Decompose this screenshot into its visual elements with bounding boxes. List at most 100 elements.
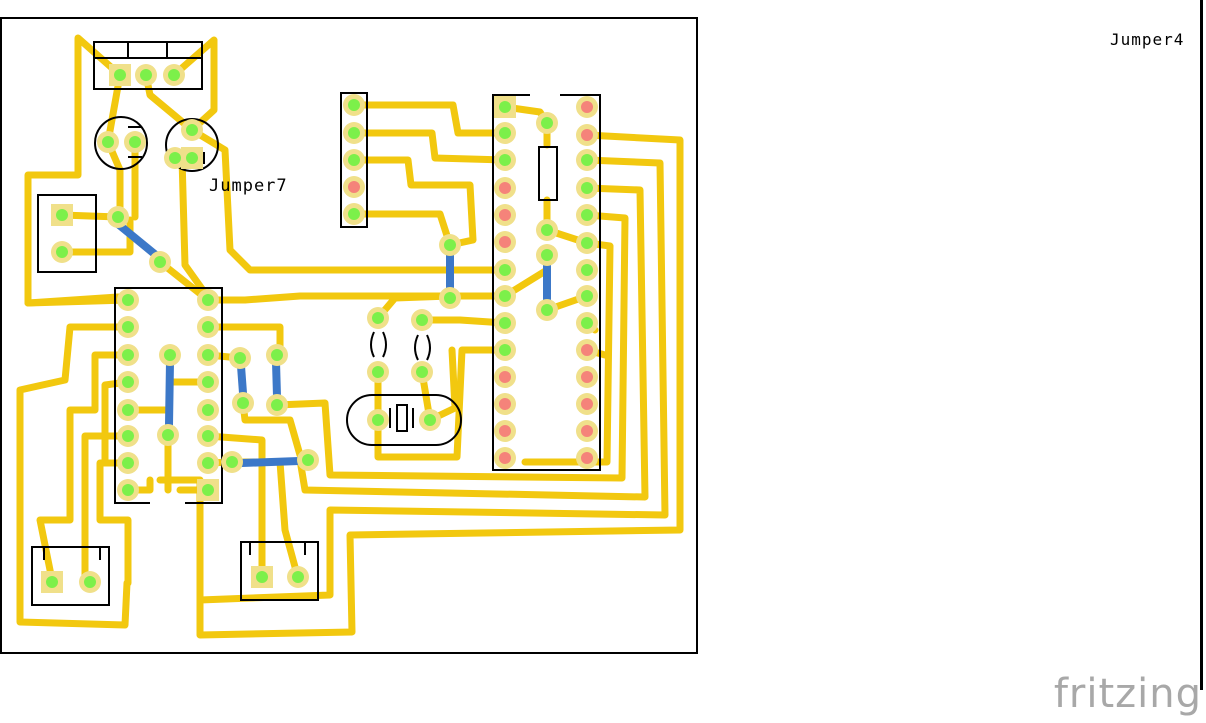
trace	[196, 156, 669, 604]
pad-center	[541, 224, 553, 236]
pad-center	[499, 101, 511, 113]
trace	[350, 101, 509, 137]
pads	[41, 64, 598, 593]
pad-center	[271, 399, 283, 411]
pad-center	[237, 397, 249, 409]
trace	[296, 184, 649, 501]
pad-center	[581, 371, 593, 383]
pad-center	[56, 246, 68, 258]
pad-center	[499, 425, 511, 437]
trace	[156, 131, 684, 639]
pad-center	[416, 366, 428, 378]
pad-center	[541, 304, 553, 316]
pad-center	[140, 69, 152, 81]
pad-center	[256, 571, 268, 583]
pad-center	[581, 264, 593, 276]
pad-center	[499, 398, 511, 410]
resistor-outline	[538, 146, 558, 201]
pad-center	[226, 456, 238, 468]
pad-center	[46, 576, 58, 588]
jumper-wire	[272, 358, 281, 400]
pad-center	[234, 352, 246, 364]
pad-center	[348, 127, 360, 139]
pad-center	[122, 430, 134, 442]
crystal-outline	[346, 394, 462, 446]
pad-center	[169, 152, 181, 164]
pad-center	[154, 256, 166, 268]
trace	[36, 351, 132, 584]
trace	[374, 346, 509, 461]
trace	[521, 239, 614, 466]
pad-center	[581, 425, 593, 437]
pad-center	[581, 209, 593, 221]
pad-center	[84, 576, 96, 588]
pad-center	[499, 154, 511, 166]
pad-center	[271, 349, 283, 361]
pad-center	[416, 314, 428, 326]
pad-center	[202, 484, 214, 496]
pad-center	[102, 136, 114, 148]
jumper4-label: Jumper4	[1110, 30, 1185, 49]
pad-center	[581, 237, 593, 249]
jumper-wire	[238, 457, 303, 467]
pad-center	[581, 129, 593, 141]
pad-center	[499, 127, 511, 139]
pad-center	[581, 398, 593, 410]
pad-center	[122, 349, 134, 361]
pad-center	[424, 414, 436, 426]
trace	[81, 432, 132, 584]
pad-center	[541, 117, 553, 129]
pad-center	[56, 209, 68, 221]
pad-center	[202, 457, 214, 469]
pad-center	[122, 376, 134, 388]
pad-center	[444, 239, 456, 251]
pad-center	[499, 452, 511, 464]
jumper-wire	[165, 358, 174, 429]
jumper-wire	[237, 362, 247, 397]
pad-center	[122, 321, 134, 333]
trace	[204, 432, 266, 582]
pad-center	[581, 317, 593, 329]
pad-center	[186, 124, 198, 136]
trace	[350, 156, 477, 249]
pad-center	[499, 182, 511, 194]
pad-center	[372, 366, 384, 378]
pad-center	[444, 292, 456, 304]
pad-center	[168, 69, 180, 81]
pad-center	[581, 101, 593, 113]
pad-center	[129, 136, 141, 148]
pad-center	[164, 349, 176, 361]
pad-center	[112, 211, 124, 223]
pad-center	[581, 290, 593, 302]
pad-center	[581, 452, 593, 464]
pad-center	[302, 454, 314, 466]
trace	[350, 129, 509, 164]
connector-bottom-mid-outline	[240, 541, 319, 601]
pad-center	[162, 429, 174, 441]
trace	[101, 378, 132, 464]
connector-bottom-left-outline	[31, 546, 110, 606]
canvas-edge-line	[1200, 0, 1203, 690]
pad-center	[202, 321, 214, 333]
trace	[104, 71, 124, 146]
pad-center	[499, 371, 511, 383]
pad-center	[114, 69, 126, 81]
traces	[16, 34, 684, 639]
capacitor-right-symbol	[414, 334, 431, 361]
trace	[96, 459, 132, 587]
pad-center	[541, 249, 553, 261]
pad-center	[122, 294, 134, 306]
pcb-outline	[0, 17, 698, 654]
pad-center	[122, 457, 134, 469]
header-5pin-outline	[340, 92, 368, 228]
pad-center	[122, 404, 134, 416]
jumper-wire	[114, 220, 161, 260]
pad-center	[348, 99, 360, 111]
pad-center	[581, 344, 593, 356]
connector-top-outline	[93, 41, 203, 90]
capacitor-left-symbol	[370, 331, 387, 358]
pad-center	[292, 571, 304, 583]
pad-center	[348, 154, 360, 166]
pad-center	[581, 154, 593, 166]
